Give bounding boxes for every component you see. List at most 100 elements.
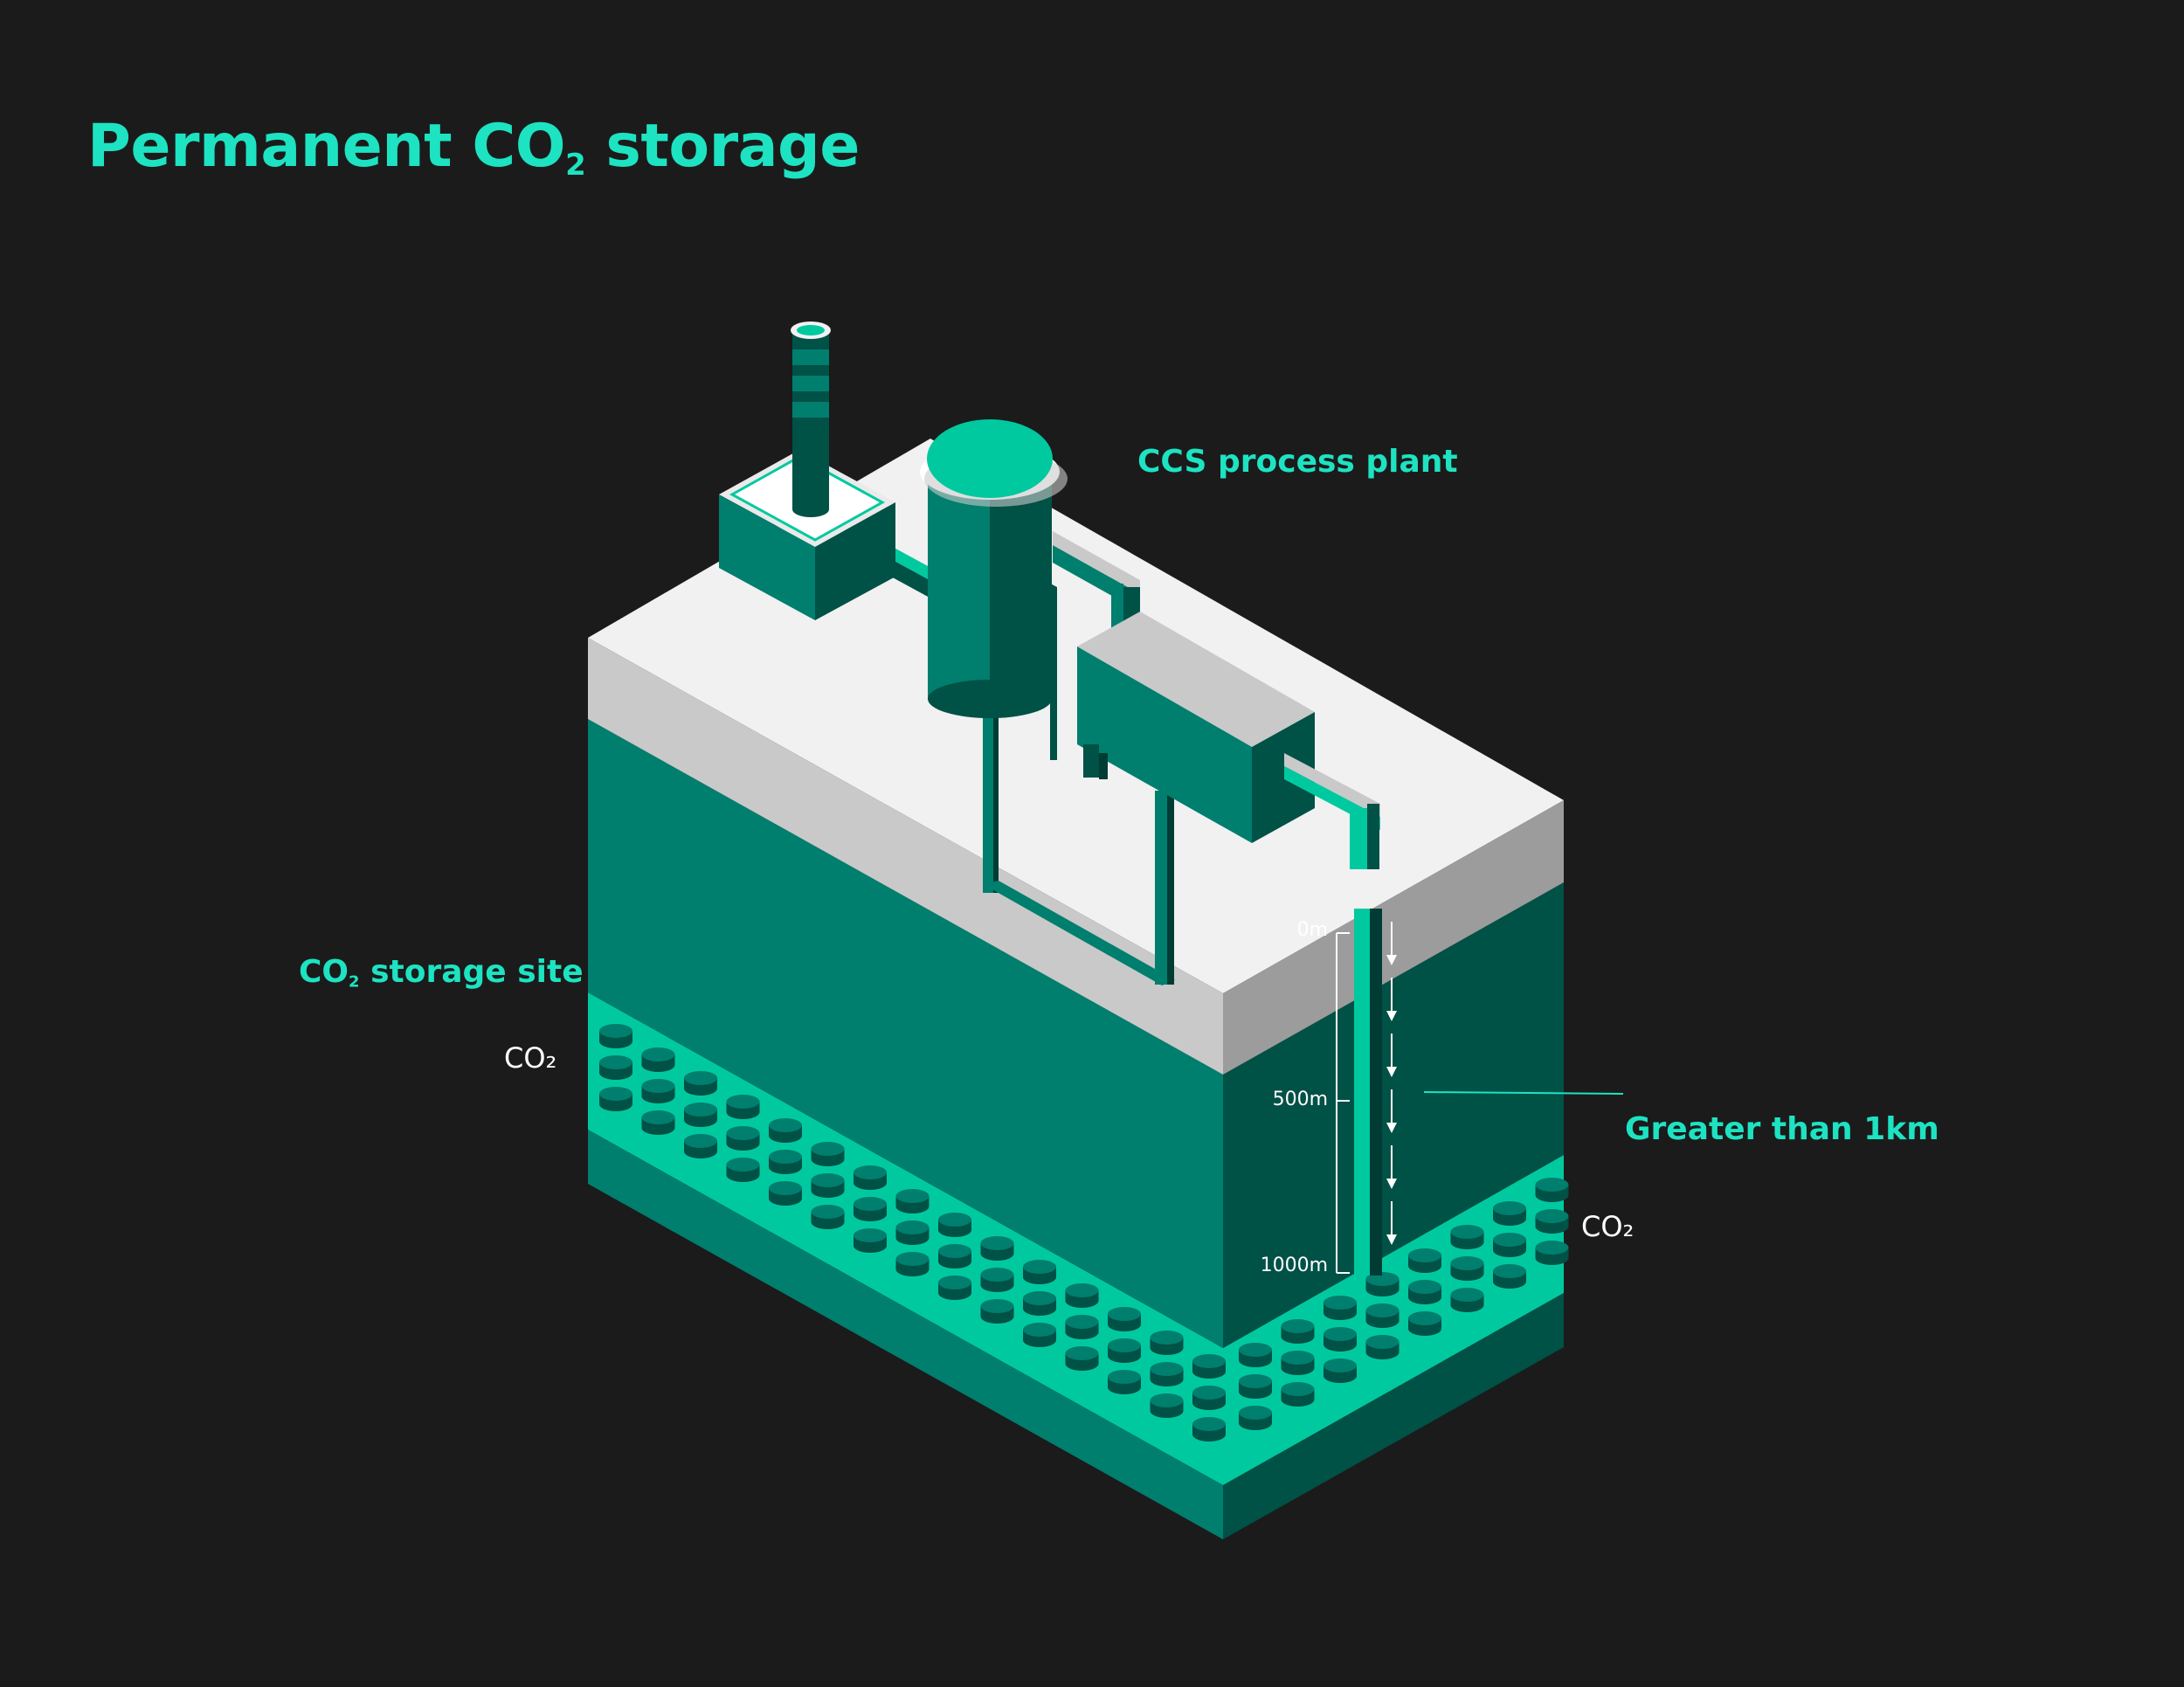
storage-base-left xyxy=(588,1130,1223,1539)
co2-cylinder xyxy=(1493,1233,1526,1257)
co2-cylinder xyxy=(938,1276,971,1300)
ground-left-face xyxy=(588,638,1223,1075)
stack-housing xyxy=(719,450,895,620)
compressor-unit xyxy=(1077,612,1380,869)
co2-cylinder xyxy=(938,1244,971,1269)
co2-cylinder xyxy=(1493,1201,1526,1226)
co2-cylinder xyxy=(1408,1248,1441,1273)
well-pipe-dark xyxy=(1370,909,1382,1276)
flow-arrow-head xyxy=(1386,1067,1397,1077)
co2-cylinder xyxy=(726,1158,760,1182)
co2-cylinder xyxy=(1493,1264,1526,1289)
co2-cylinder xyxy=(769,1150,802,1174)
flow-arrow-head xyxy=(1386,955,1397,965)
co2-cylinder xyxy=(769,1118,802,1143)
flow-arrow-head xyxy=(1386,1011,1397,1021)
depth-tick-0: 0m xyxy=(1296,919,1328,941)
co2-cylinder xyxy=(1150,1331,1184,1355)
co2-cylinder xyxy=(1023,1291,1056,1316)
co2-cylinder xyxy=(599,1055,632,1080)
co2-cylinder xyxy=(1023,1260,1056,1284)
co2-label-left: CO₂ xyxy=(504,1041,557,1075)
depth-tick-500: 500m xyxy=(1272,1089,1328,1110)
co2-cylinder xyxy=(1108,1338,1141,1363)
co2-cylinder xyxy=(726,1126,760,1151)
depth-scale xyxy=(1336,932,1350,1274)
co2-cylinder xyxy=(1324,1327,1357,1352)
co2-cylinder xyxy=(641,1079,675,1103)
storage-site-label: CO2 storage site xyxy=(299,954,584,992)
co2-cylinder xyxy=(895,1252,930,1276)
co2-cylinder xyxy=(1108,1307,1141,1331)
co2-cylinder xyxy=(854,1197,887,1221)
flow-arrow-head xyxy=(1386,1123,1397,1133)
injection-well xyxy=(1354,909,1397,1276)
co2-cylinder xyxy=(726,1095,760,1119)
well-pipe-light xyxy=(1354,909,1370,1276)
co2-cylinder xyxy=(641,1110,675,1135)
co2-cylinder xyxy=(1324,1359,1357,1383)
co2-cylinder xyxy=(1535,1241,1569,1265)
co2-cylinder xyxy=(684,1103,717,1127)
co2-cylinder xyxy=(1192,1354,1226,1379)
co2-cylinder xyxy=(1065,1315,1099,1339)
co2-cylinder xyxy=(1108,1370,1141,1394)
co2-cylinder xyxy=(811,1173,845,1198)
co2-cylinder xyxy=(599,1024,632,1048)
co2-cylinder xyxy=(1192,1417,1226,1442)
chimney xyxy=(791,321,831,517)
co2-cylinder xyxy=(1281,1382,1315,1407)
co2-cylinder xyxy=(854,1165,887,1190)
co2-cylinder xyxy=(895,1189,930,1213)
co2-cylinder xyxy=(1365,1335,1400,1359)
co2-cylinder xyxy=(1365,1303,1400,1328)
rock-layer-right-face xyxy=(1223,882,1564,1348)
co2-cylinder xyxy=(811,1142,845,1166)
co2-flow-arrows xyxy=(1386,922,1397,1245)
process-tank xyxy=(920,419,1068,760)
co2-cylinder xyxy=(980,1236,1014,1261)
co2-cylinder xyxy=(980,1268,1014,1292)
co2-cylinder xyxy=(1150,1393,1184,1418)
co2-cylinder xyxy=(980,1299,1014,1324)
page-title: Permanent CO2 storage xyxy=(87,112,860,183)
co2-cylinder xyxy=(641,1047,675,1072)
co2-cylinder xyxy=(684,1071,717,1096)
co2-cylinder xyxy=(895,1220,930,1245)
co2-cylinders-left xyxy=(599,1024,1226,1442)
co2-cylinder xyxy=(854,1228,887,1253)
flow-arrow-head xyxy=(1386,1234,1397,1245)
co2-cylinder xyxy=(1324,1296,1357,1320)
co2-cylinder xyxy=(1535,1178,1569,1202)
co2-cylinder xyxy=(1450,1256,1484,1281)
co2-cylinder xyxy=(1150,1362,1184,1386)
co2-cylinder xyxy=(1239,1406,1272,1430)
rock-layer-left-face xyxy=(588,719,1223,1348)
co2-cylinder xyxy=(1239,1343,1272,1367)
co2-cylinder xyxy=(811,1205,845,1229)
co2-cylinder xyxy=(1281,1319,1315,1344)
co2-cylinder xyxy=(1065,1346,1099,1371)
co2-cylinder xyxy=(1239,1374,1272,1399)
co2-cylinder xyxy=(599,1087,632,1111)
co2-cylinder xyxy=(1450,1288,1484,1312)
depth-callout-label: Greater than 1km xyxy=(1625,1111,1939,1147)
co2-cylinder xyxy=(1065,1283,1099,1308)
co2-cylinder xyxy=(1450,1225,1484,1249)
rock-layer xyxy=(588,719,1564,1348)
co2-cylinder xyxy=(1192,1386,1226,1410)
co2-cylinder xyxy=(769,1181,802,1206)
co2-cylinder xyxy=(1408,1311,1441,1336)
co2-cylinder xyxy=(684,1134,717,1158)
ground-right-face xyxy=(1223,800,1564,1075)
co2-cylinders-right xyxy=(1239,1178,1569,1430)
co2-cylinder xyxy=(1408,1280,1441,1304)
flow-arrow-head xyxy=(1386,1179,1397,1189)
co2-cylinder xyxy=(938,1213,971,1237)
co2-cylinder xyxy=(1535,1209,1569,1234)
depth-tick-1000: 1000m xyxy=(1260,1255,1328,1276)
plant-label: CCS process plant xyxy=(1137,444,1458,480)
storage-base-right xyxy=(1223,1293,1564,1539)
